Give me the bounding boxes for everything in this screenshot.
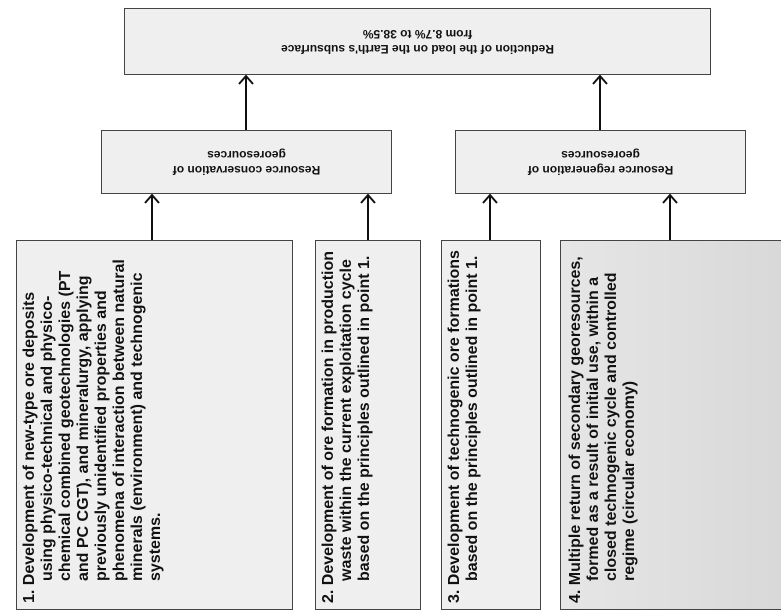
regeneration-box: Resource regeneration of georesources (455, 130, 746, 194)
regeneration-line1: Resource regeneration of (527, 163, 674, 177)
item-box-3: 3. Development of technogenic ore format… (441, 240, 541, 610)
item-box-4: 4. Multiple return of secondary georesou… (560, 240, 781, 610)
arrow-conservation-to-top (238, 74, 254, 130)
conservation-line2: georesources (207, 148, 286, 162)
item-2-text: 2. Development of ore formation in produ… (320, 250, 373, 603)
item-box-2: 2. Development of ore formation in produ… (315, 240, 421, 610)
conservation-box: Resource conservation of georesources (101, 130, 392, 194)
arrow-item4-to-regeneration (662, 193, 678, 240)
item-1-text: 1. Development of new-type ore deposits … (21, 259, 164, 603)
arrow-item2-to-conservation (360, 193, 376, 240)
item-3-text: 3. Development of technogenic ore format… (446, 250, 481, 603)
regeneration-line2: georesources (561, 148, 640, 162)
conservation-line1: Resource conservation of (172, 163, 321, 177)
arrow-item1-to-conservation (144, 193, 160, 240)
top-goal-box: Reduction of the load on the Earth's sub… (124, 8, 711, 75)
arrow-regeneration-to-top (592, 74, 608, 130)
item-4-text: 4. Multiple return of secondary georesou… (567, 256, 638, 603)
top-goal-line1: Reduction of the load on the Earth's sub… (281, 42, 554, 57)
top-goal-line2: from 8.7% to 38.5% (362, 27, 473, 42)
item-box-1: 1. Development of new-type ore deposits … (16, 240, 293, 610)
arrow-item3-to-regeneration (482, 193, 498, 240)
